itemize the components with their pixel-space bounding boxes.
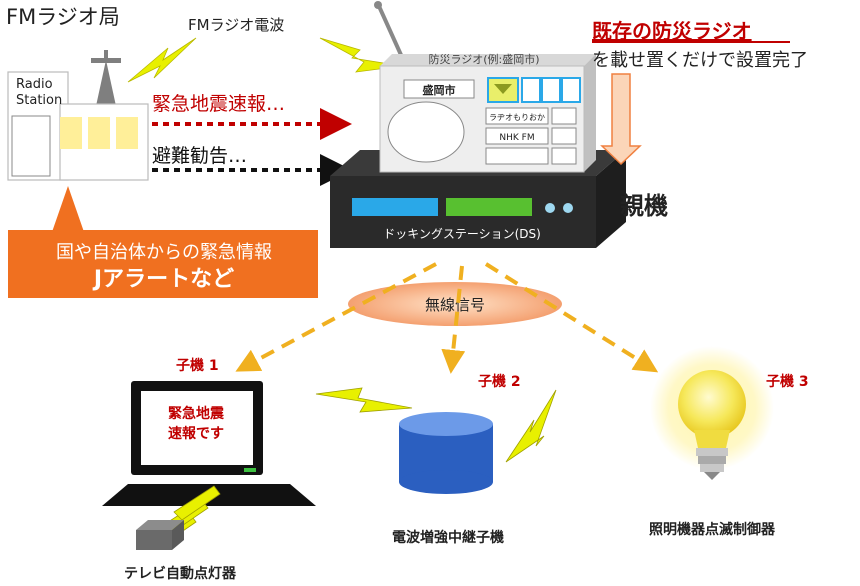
repeater-cylinder-icon: [399, 412, 493, 494]
child1-tag: 子機 1: [176, 357, 219, 374]
child3-caption: 照明機器点滅制御器: [649, 521, 776, 538]
child2-tag: 子機 2: [478, 373, 521, 390]
install-note: を載せ置くだけで設置完了: [592, 50, 808, 71]
station-title: FMラジオ局: [6, 5, 120, 29]
radio-city-label: 盛岡市: [423, 83, 456, 97]
antenna-tower-icon: [91, 50, 121, 106]
tv-screen-line1: 緊急地震: [168, 405, 225, 422]
wireless-links: [235, 262, 659, 374]
emergency-info-callout: [8, 186, 318, 298]
callout-line1: 国や自治体からの緊急情報: [56, 242, 272, 263]
child3-tag: 子機 3: [766, 373, 809, 390]
tv-screen-line2: 速報です: [168, 425, 224, 442]
down-arrow-icon: [600, 73, 642, 166]
light-bulb-icon: [650, 346, 774, 480]
wireless-signal-badge: [348, 282, 562, 326]
existing-radio-headline: 既存の防災ラジオ: [592, 19, 752, 43]
station-sign-line2: Station: [16, 93, 62, 108]
docking-station-label: ドッキングステーション(DS): [383, 227, 541, 241]
disaster-radio: [374, 1, 596, 173]
child2-caption: 電波増強中継子機: [392, 529, 504, 546]
radio-station-building: [7, 71, 149, 181]
child1-caption: テレビ自動点灯器: [124, 565, 237, 582]
lightning-bolt-icon: [505, 389, 557, 463]
radio-station1-label: ラヂオもりおか: [489, 113, 545, 122]
tv-icon: [102, 381, 316, 506]
tv-auto-switch-device: [136, 520, 184, 550]
parent-unit-label: 親機: [620, 192, 668, 220]
evacuation-text: 避難勧告…: [152, 145, 247, 167]
radio-station2-label: NHK FM: [499, 133, 534, 143]
fm-wave-label: FMラジオ電波: [188, 16, 284, 34]
radio-model-label: 防災ラジオ(例:盛岡市): [428, 52, 539, 66]
station-sign-line1: Radio: [16, 77, 53, 92]
quake-alert-text: 緊急地震速報…: [152, 93, 285, 115]
lightning-bolt-icon: [127, 37, 197, 83]
lightning-bolt-icon: [315, 387, 413, 413]
callout-line2: Jアラートなど: [92, 267, 234, 292]
wireless-signal-label: 無線信号: [425, 296, 485, 314]
